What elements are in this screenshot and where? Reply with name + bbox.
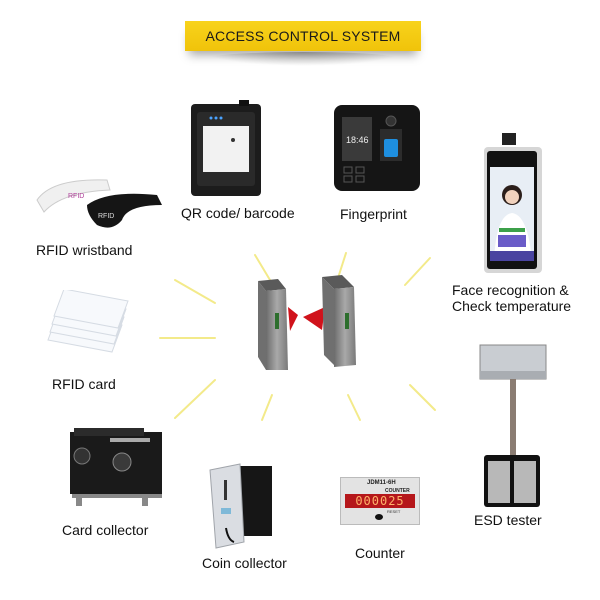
ray-card-collector [174, 379, 216, 419]
ray-counter [347, 394, 361, 421]
qr-label: QR code/ barcode [181, 205, 295, 221]
turnstile-left-flap [288, 307, 298, 331]
fingerprint-label: Fingerprint [340, 206, 407, 222]
banner-title: ACCESS CONTROL SYSTEM [205, 28, 401, 44]
coin-collector-image [209, 463, 272, 549]
fingerprint-screen-time: 18:46 [346, 135, 369, 145]
ray-coin [261, 394, 273, 421]
card-collector-label: Card collector [62, 522, 149, 538]
counter-model: JDM11-6H [367, 480, 396, 486]
rfid-wristband-image: RFID RFID [36, 179, 162, 228]
ray-fingerprint [337, 252, 347, 279]
ray-qr [254, 254, 271, 281]
esd-tester-image [479, 344, 547, 507]
counter-image: JDM11-6H COUNTER 000025 RESET [340, 477, 420, 525]
card-collector-image [70, 428, 162, 506]
turnstile-image [258, 275, 356, 370]
turnstile-right-post [322, 275, 356, 367]
wristband-label: RFID wristband [36, 242, 133, 258]
rfid-card-label: RFID card [52, 376, 116, 392]
counter-display: 000025 [345, 494, 415, 508]
face-recognition-terminal-image [484, 133, 542, 273]
rfid-card-image [47, 290, 129, 353]
ray-face [404, 257, 431, 286]
wristband-tag-white: RFID [68, 193, 84, 200]
ray-esd [409, 384, 436, 411]
counter-reset-label: RESET [387, 509, 401, 514]
turnstile-right-flap [303, 307, 325, 330]
qr-reader-image [191, 100, 261, 196]
ray-wristband [174, 279, 216, 304]
wristband-tag-black: RFID [98, 213, 114, 220]
counter-reset-button [375, 514, 383, 520]
coin-collector-label: Coin collector [202, 555, 287, 571]
esd-label: ESD tester [474, 512, 542, 528]
counter-subtitle: COUNTER [385, 488, 410, 494]
counter-label: Counter [355, 545, 405, 561]
turnstile-left-post [258, 279, 288, 370]
face-label-line2: Check temperature [452, 298, 572, 314]
fingerprint-reader-image: 18:46 [334, 105, 420, 191]
title-banner: ACCESS CONTROL SYSTEM [185, 21, 421, 51]
face-label-line1: Face recognition & [452, 282, 569, 298]
banner-shadow [205, 52, 401, 66]
